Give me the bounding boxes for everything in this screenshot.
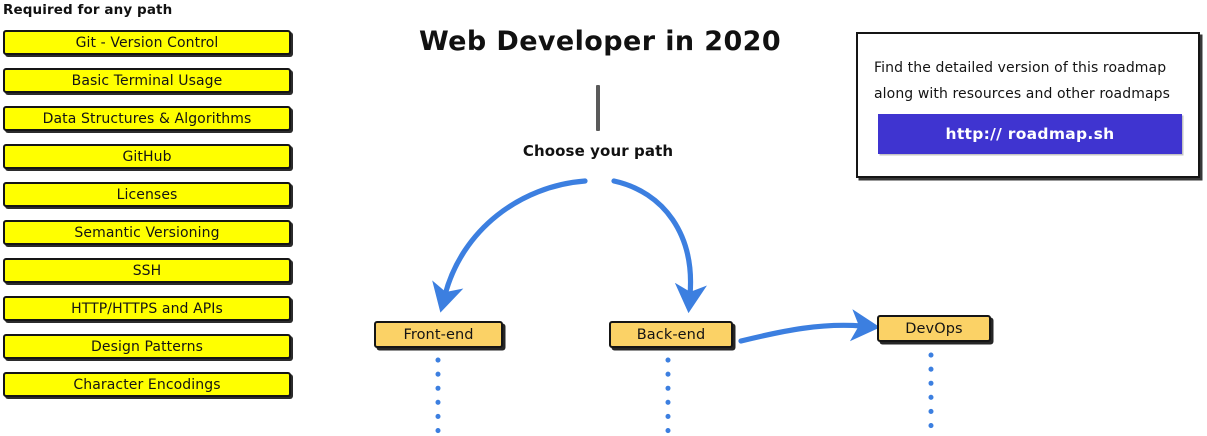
required-topic-label: Data Structures & Algorithms: [42, 110, 252, 127]
required-topic-label: Basic Terminal Usage: [71, 72, 223, 89]
arrow-to-backend: [611, 178, 707, 314]
roadmap-url-label: http:// roadmap.sh: [945, 125, 1115, 143]
required-topic-label: Git - Version Control: [75, 34, 219, 51]
choose-your-path-label: Choose your path: [522, 142, 674, 160]
required-topic-item[interactable]: SSH: [3, 258, 291, 283]
roadmap-url-button[interactable]: http:// roadmap.sh: [878, 114, 1182, 154]
path-box-frontend[interactable]: Front-end: [374, 321, 503, 348]
required-topic-item[interactable]: GitHub: [3, 144, 291, 169]
page-title: Web Developer in 2020: [418, 26, 782, 57]
required-topic-label: GitHub: [122, 148, 172, 165]
required-topic-label: Character Encodings: [73, 376, 221, 393]
required-topic-label: SSH: [132, 262, 162, 279]
required-topic-item[interactable]: Semantic Versioning: [3, 220, 291, 245]
title-stem-line: [596, 85, 600, 131]
required-topic-item[interactable]: Licenses: [3, 182, 291, 207]
path-box-label: DevOps: [905, 320, 963, 337]
path-box-label: Front-end: [403, 326, 474, 343]
required-topic-item[interactable]: Git - Version Control: [3, 30, 291, 55]
required-topic-label: Semantic Versioning: [74, 224, 220, 241]
required-topic-item[interactable]: Basic Terminal Usage: [3, 68, 291, 93]
required-topic-item[interactable]: Character Encodings: [3, 372, 291, 397]
required-topic-label: Design Patterns: [91, 338, 203, 355]
path-box-label: Back-end: [636, 326, 706, 343]
required-topic-item[interactable]: HTTP/HTTPS and APIs: [3, 296, 291, 321]
required-topic-label: HTTP/HTTPS and APIs: [71, 300, 223, 317]
required-topic-item[interactable]: Design Patterns: [3, 334, 291, 359]
roadmap-info-card: Find the detailed version of this roadma…: [856, 32, 1200, 178]
info-card-line-2: along with resources and other roadmaps: [874, 86, 1171, 102]
arrow-backend-to-devops: [738, 309, 881, 344]
info-card-line-1: Find the detailed version of this roadma…: [874, 60, 1167, 76]
required-topic-item[interactable]: Data Structures & Algorithms: [3, 106, 291, 131]
path-box-devops[interactable]: DevOps: [877, 315, 991, 342]
required-topic-label: Licenses: [116, 186, 178, 203]
path-box-backend[interactable]: Back-end: [609, 321, 733, 348]
arrow-to-frontend: [432, 178, 588, 313]
required-topics-list: Git - Version Control Basic Terminal Usa…: [3, 30, 291, 410]
required-section-heading: Required for any path: [3, 2, 173, 18]
